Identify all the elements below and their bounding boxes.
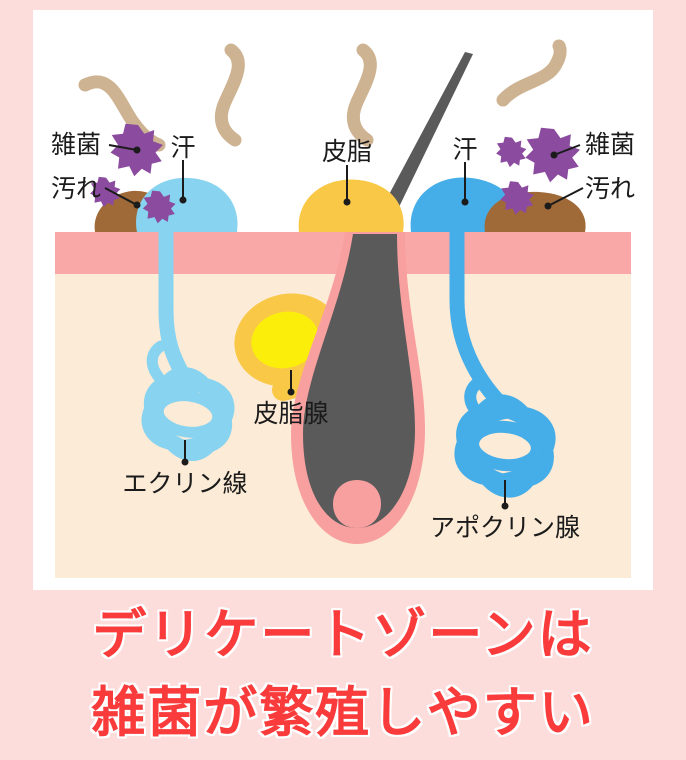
odor-wisp-4 <box>496 39 567 107</box>
leader-dirt-right <box>547 187 584 207</box>
label-sebaceous-gland: 皮脂腺 <box>253 399 328 428</box>
label-dirt-left: 汚れ <box>51 174 101 203</box>
leader-dot <box>544 202 552 210</box>
label-bacteria-right: 雑菌 <box>585 130 635 159</box>
bacteria-icon <box>500 181 534 215</box>
leader-dirt-left <box>104 187 138 206</box>
sebum-blob-surface <box>298 179 404 232</box>
eccrine-system <box>141 198 235 462</box>
skin-cross-section-diagram: 雑菌 汚れ 汗 皮脂 汗 雑菌 汚れ 皮脂腺 エクリン線 アポクリン腺 <box>33 10 653 590</box>
caption-line-1: デリケートゾーンは <box>91 602 594 668</box>
label-eccrine-gland: エクリン線 <box>122 469 247 498</box>
dermal-papilla <box>333 480 381 528</box>
bacteria-icon <box>142 190 176 224</box>
leader-dot <box>287 388 295 396</box>
leader-dot <box>550 151 558 159</box>
odor-wisp-2 <box>214 43 245 147</box>
label-apocrine-gland: アポクリン腺 <box>430 513 580 542</box>
leader-dot <box>501 502 509 510</box>
leader-lines <box>104 144 584 506</box>
odor-wisp-3 <box>346 43 377 147</box>
odor-wisps <box>78 39 567 152</box>
hair-shaft-above-skin <box>369 52 473 236</box>
leader-dot <box>179 196 187 204</box>
hair-bulb <box>303 234 415 528</box>
caption-line-2: 雑菌が繁殖しやすい <box>90 680 595 746</box>
leader-dot <box>181 458 189 466</box>
apocrine-gland-coil <box>454 376 556 498</box>
label-bacteria-left: 雑菌 <box>51 130 101 159</box>
eccrine-gland-coil <box>141 340 235 462</box>
label-sweat-left: 汗 <box>170 133 195 162</box>
leader-dot <box>461 198 469 206</box>
label-sweat-right: 汗 <box>452 135 477 164</box>
leader-bacteria-right <box>553 144 581 156</box>
leader-dots <box>133 146 558 510</box>
illustration-card: 雑菌 汚れ 汗 皮脂 汗 雑菌 汚れ 皮脂腺 エクリン線 アポクリン腺 <box>33 10 653 590</box>
bacteria-icon <box>496 136 527 168</box>
label-dirt-right: 汚れ <box>585 174 635 203</box>
leader-dot <box>133 146 141 154</box>
leader-dot <box>133 201 141 209</box>
label-sebum: 皮脂 <box>322 137 372 166</box>
hair-follicle <box>291 232 425 544</box>
leader-dot <box>343 198 351 206</box>
bacteria-icon <box>90 176 121 208</box>
leader-bacteria-left <box>108 144 138 151</box>
caption-block: デリケートゾーンは 雑菌が繁殖しやすい <box>0 596 686 752</box>
apocrine-system <box>449 198 556 498</box>
